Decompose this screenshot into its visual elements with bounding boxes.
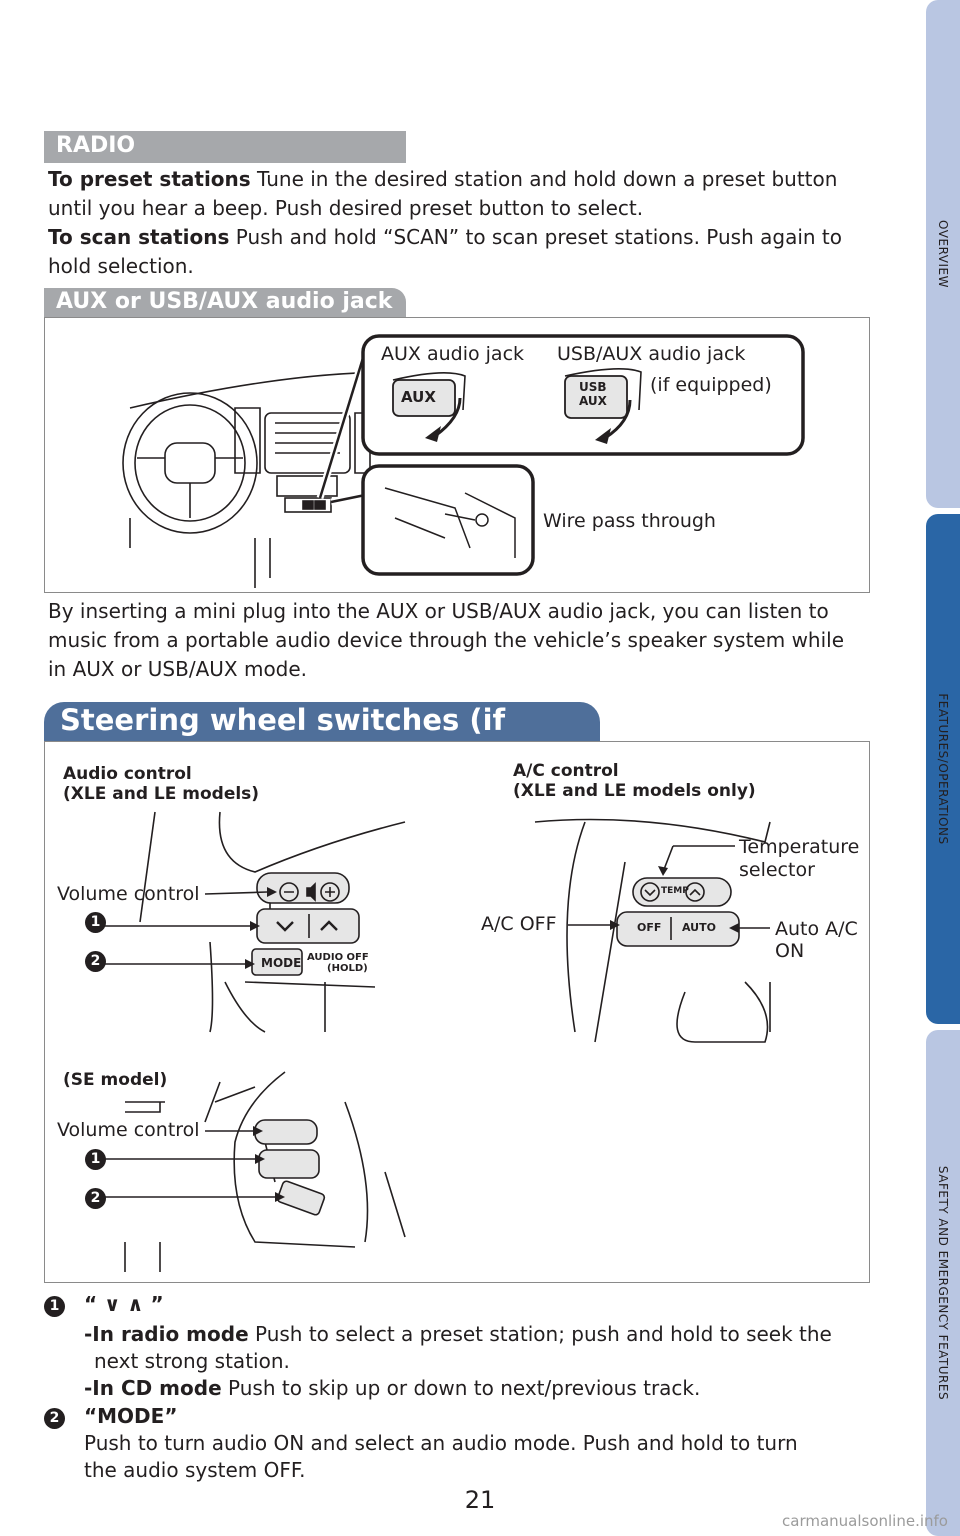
tab-features-label: FEATURES/OPERATIONS xyxy=(936,693,950,845)
note-1-badge: 1 xyxy=(44,1296,65,1317)
note-1-radio-cont: next strong station. xyxy=(94,1349,290,1373)
preset-label: To preset stations xyxy=(48,167,251,191)
scan-text: Push and hold “SCAN” to scan preset stat… xyxy=(48,225,843,278)
cd-mode-text: Push to skip up or down to next/previous… xyxy=(221,1376,701,1400)
note-1-cd: -In CD mode Push to skip up or down to n… xyxy=(84,1375,894,1402)
callout-1-badge: 1 xyxy=(85,912,106,933)
audio-off-text-2: (HOLD) xyxy=(327,963,368,974)
usb-jack-label: USB/AUX audio jack xyxy=(557,343,746,365)
radio-instructions: To preset stations Tune in the desired s… xyxy=(48,165,868,281)
steering-switches-illustration xyxy=(105,811,771,1272)
radio-heading-banner: RADIO xyxy=(44,131,406,163)
off-button-text: OFF xyxy=(637,921,662,934)
note-2-badge: 2 xyxy=(44,1408,65,1429)
aux-heading-banner: AUX or USB/AUX audio jack xyxy=(44,288,406,318)
aux-heading: AUX or USB/AUX audio jack xyxy=(56,289,393,314)
wire-pass-label: Wire pass through xyxy=(543,510,716,532)
auto-ac-label-1: Auto A/C xyxy=(775,918,858,940)
temperature-selector-label-1: Temperature xyxy=(739,836,860,858)
ac-control-title-1: A/C control xyxy=(513,761,619,781)
dashboard-illustration xyxy=(122,334,805,588)
auto-button-text: AUTO xyxy=(682,921,716,934)
if-equipped-label: (if equipped) xyxy=(650,374,772,396)
ac-off-label: A/C OFF xyxy=(481,913,557,935)
temp-button-text: TEMP xyxy=(661,886,689,896)
tab-overview-label: OVERVIEW xyxy=(936,220,950,288)
aux-description: By inserting a mini plug into the AUX or… xyxy=(48,599,845,681)
aux-figure: AUX audio jack USB/AUX audio jack (if eq… xyxy=(44,317,870,593)
temperature-selector-label-2: selector xyxy=(739,859,815,881)
tab-safety[interactable]: SAFETY AND EMERGENCY FEATURES xyxy=(926,1030,960,1536)
mode-button-text: MODE xyxy=(261,956,302,970)
preset-text: Tune in the desired station and hold dow… xyxy=(48,167,838,220)
aux-jack-label: AUX audio jack xyxy=(381,343,525,365)
ac-control-title-2: (XLE and LE models only) xyxy=(513,781,756,801)
radio-mode-text: Push to select a preset station; push an… xyxy=(248,1322,832,1346)
se-volume-control-label: Volume control xyxy=(57,1119,200,1141)
note-2-title: “MODE” xyxy=(84,1404,178,1428)
note-2-text-1: Push to turn audio ON and select an audi… xyxy=(84,1431,798,1455)
se-callout-1-badge: 1 xyxy=(85,1149,106,1170)
usb-button-text-1: USB xyxy=(579,380,607,394)
cd-mode-label: -In CD mode xyxy=(84,1376,222,1400)
callout-2-badge: 2 xyxy=(85,951,106,972)
steering-heading-banner: Steering wheel switches (if equipped) xyxy=(44,702,600,771)
scan-label: To scan stations xyxy=(48,225,230,249)
note-2-text-2: the audio system OFF. xyxy=(84,1458,306,1482)
usb-button-text-2: AUX xyxy=(579,394,607,408)
auto-ac-label-2: ON xyxy=(775,940,805,962)
audio-control-title-1: Audio control xyxy=(63,764,192,784)
radio-mode-label: -In radio mode xyxy=(84,1322,249,1346)
page-number: 21 xyxy=(464,1486,496,1514)
tab-safety-label: SAFETY AND EMERGENCY FEATURES xyxy=(936,1165,950,1401)
audio-off-text-1: AUDIO OFF xyxy=(307,952,369,963)
aux-button-text: AUX xyxy=(401,388,436,406)
audio-control-title-2: (XLE and LE models) xyxy=(63,784,260,804)
se-callout-2-badge: 2 xyxy=(85,1188,106,1209)
note-1-radio: -In radio mode Push to select a preset s… xyxy=(84,1321,894,1348)
steering-figure: Audio control (XLE and LE models) A/C co… xyxy=(44,741,870,1283)
se-model-label: (SE model) xyxy=(63,1070,168,1090)
tab-overview[interactable]: OVERVIEW xyxy=(926,0,960,508)
volume-control-label: Volume control xyxy=(57,883,200,905)
note-1-title: “ ∨ ∧ ” xyxy=(84,1292,164,1316)
watermark: carmanualsonline.info xyxy=(782,1512,948,1530)
tab-features-operations[interactable]: FEATURES/OPERATIONS xyxy=(926,514,960,1024)
radio-heading: RADIO xyxy=(56,133,136,158)
